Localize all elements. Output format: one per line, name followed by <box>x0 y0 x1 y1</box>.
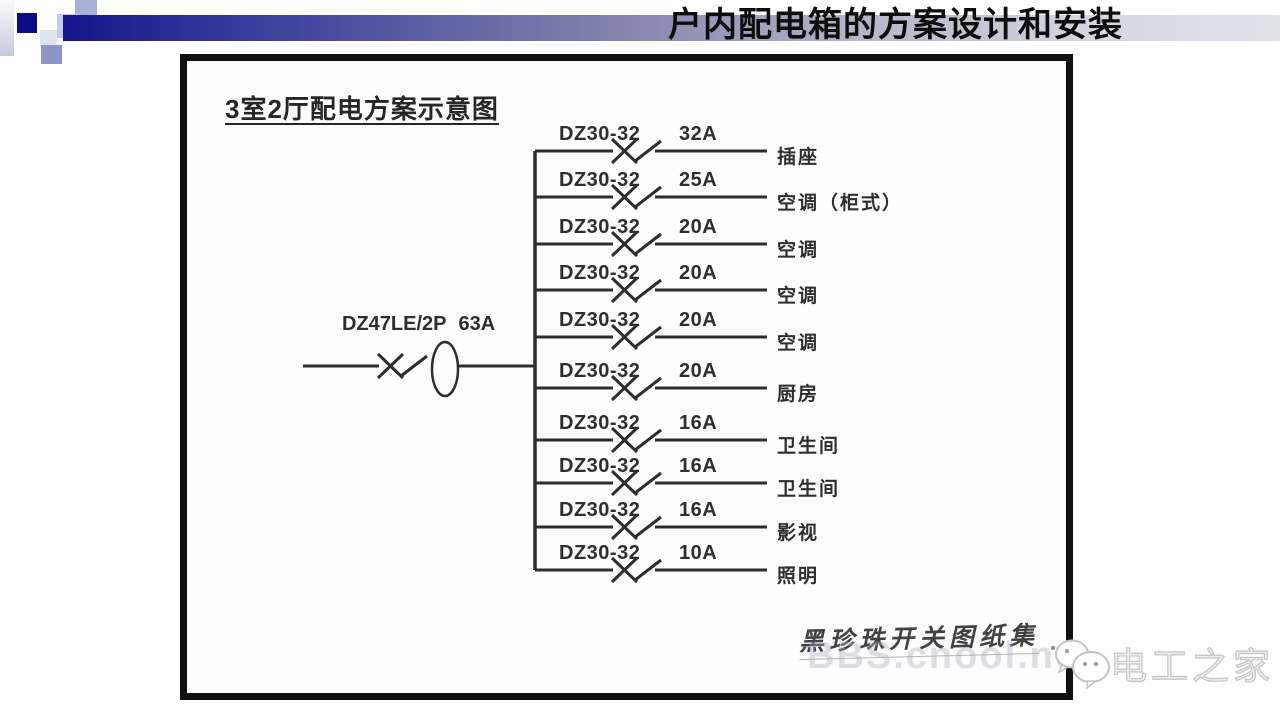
branch-switch-blade <box>634 376 662 400</box>
branch-load-label: 空调 <box>777 286 820 307</box>
branch-switch-blade <box>634 185 662 209</box>
main-breaker-x-icon <box>376 352 405 380</box>
branch-switch-blade <box>634 278 662 302</box>
branch-model-label: DZ30-32 <box>559 499 641 521</box>
branch-model-label: DZ30-32 <box>559 216 641 238</box>
deco-square-pale <box>40 30 57 47</box>
branch-switch-blade <box>634 232 662 256</box>
branch-rating-label: 25A <box>679 169 718 191</box>
branch-breaker-x-icon <box>610 374 639 402</box>
branch-load-label: 空调 <box>777 240 820 261</box>
branch-rating-label: 20A <box>679 309 718 331</box>
branch-load-label: 插座 <box>777 147 820 168</box>
branch-switch-blade <box>634 471 662 495</box>
main-switch-blade <box>400 354 428 378</box>
branch-load-label: 照明 <box>777 566 820 587</box>
branch-load-label: 空调（柜式） <box>777 193 904 214</box>
left-gradient-strip <box>0 0 14 56</box>
branch-load-label: 空调 <box>777 333 820 354</box>
branch-model-label: DZ30-32 <box>559 412 641 434</box>
branch-model-label: DZ30-32 <box>559 309 641 331</box>
circuit-labels-layer: DZ30-32 32A 插座 DZ30-32 25A 空调（柜式） DZ30-32 20A 空调… <box>187 61 1066 693</box>
branch-load-label: 厨房 <box>777 384 820 405</box>
branch-breaker-x-icon <box>610 513 639 541</box>
site-name-text: 电工之家 <box>1109 645 1274 687</box>
branch-rating-label: 10A <box>679 542 718 564</box>
diagram-title: 3室2厅配电方案示意图 <box>225 94 499 124</box>
branch-breaker-x-icon <box>610 556 639 584</box>
branch-rating-label: 20A <box>679 216 718 238</box>
branch-breaker-x-icon <box>610 276 639 304</box>
branch-rating-label: 16A <box>679 499 718 521</box>
rcd-ellipse-icon <box>430 340 460 398</box>
branch-breaker-x-icon <box>610 323 639 351</box>
branch-load-label: 卫生间 <box>777 479 841 500</box>
branch-model-label: DZ30-32 <box>559 542 641 564</box>
slide-title: 户内配电箱的方案设计和安装 <box>668 6 1123 44</box>
branch-model-label: DZ30-32 <box>559 455 641 477</box>
main-breaker-rating: 63A <box>458 313 496 335</box>
circuit-diagram <box>303 137 767 584</box>
main-breaker-label: DZ47LE/2P 63A <box>342 313 495 336</box>
branch-switch-blade <box>634 325 662 349</box>
branch-switch-blade <box>634 558 662 582</box>
branch-rating-label: 16A <box>679 412 718 434</box>
branch-breaker-x-icon <box>610 137 639 165</box>
diagram-box: 3室2厅配电方案示意图 DZ30-32 32A 插座 DZ30-32 25A 空调（柜式）… <box>180 54 1073 700</box>
branch-breaker-x-icon <box>610 230 639 258</box>
branch-rating-label: 20A <box>679 262 718 284</box>
main-breaker-model: DZ47LE/2P <box>342 313 447 335</box>
branch-model-label: DZ30-32 <box>559 169 641 191</box>
branch-switch-blade <box>634 428 662 452</box>
site-watermark: 电工之家 <box>1048 634 1274 692</box>
deco-square-medium <box>41 45 62 64</box>
branch-switch-blade <box>634 515 662 539</box>
forum-watermark: BBS.cnool.net <box>807 635 1073 677</box>
title-banner-bar <box>63 15 1280 41</box>
branch-breaker-x-icon <box>610 426 639 454</box>
chat-bubbles-mascot-icon <box>1051 639 1110 690</box>
branch-model-label: DZ30-32 <box>559 360 641 382</box>
branch-switch-blade <box>634 139 662 163</box>
branch-rating-label: 20A <box>679 360 718 382</box>
branch-load-label: 卫生间 <box>777 436 841 457</box>
branch-model-label: DZ30-32 <box>559 262 641 284</box>
deco-square-navy <box>17 13 37 33</box>
branch-rating-label: 16A <box>679 455 718 477</box>
branch-model-label: DZ30-32 <box>559 123 641 145</box>
branch-rating-label: 32A <box>679 123 718 145</box>
branch-breaker-x-icon <box>610 469 639 497</box>
branch-load-label: 影视 <box>777 523 820 544</box>
branch-breaker-x-icon <box>610 183 639 211</box>
